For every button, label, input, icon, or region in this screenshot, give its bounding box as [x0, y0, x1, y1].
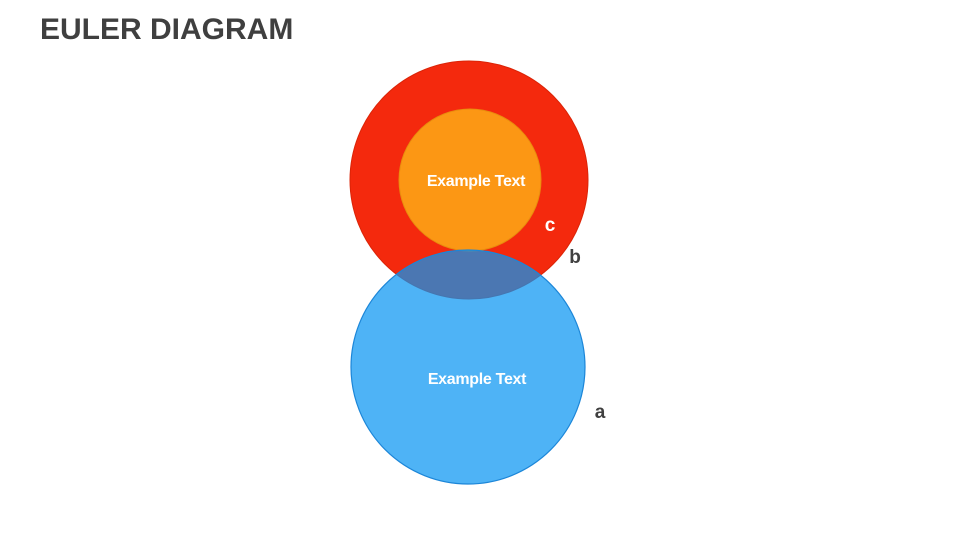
set-a-label: a	[595, 402, 606, 423]
set-c-label: c	[545, 215, 556, 236]
set-b-label: b	[569, 247, 581, 268]
page-title: EULER DIAGRAM	[40, 13, 294, 46]
set-a-circle	[350, 249, 586, 485]
set-a-example-text: Example Text	[428, 371, 527, 388]
set-c-example-text: Example Text	[427, 173, 526, 190]
